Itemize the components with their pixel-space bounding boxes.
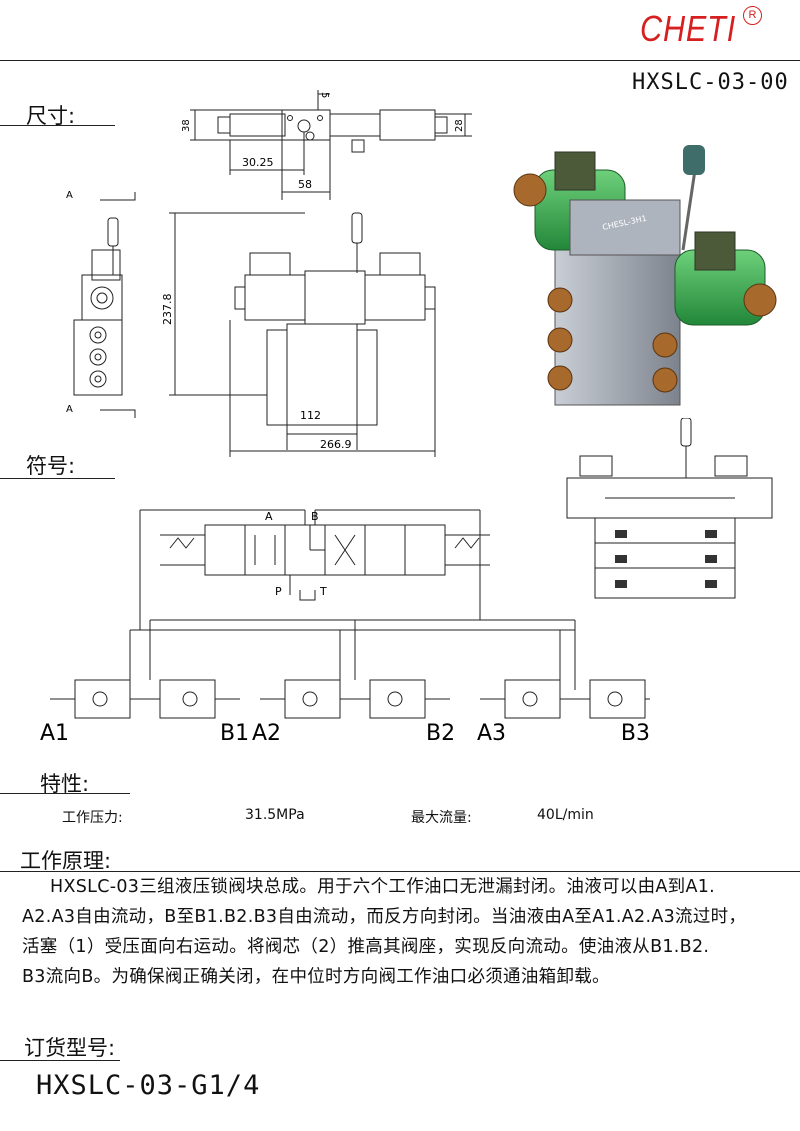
hydraulic-schematic: A B P T A1 B1 A2 B2 A3 B3: [40, 509, 650, 746]
dim-label: 38: [181, 119, 192, 132]
flow-value: 40L/min: [537, 807, 594, 823]
valve-3d-render: CHESL-3H1: [513, 145, 777, 406]
section-dimensions-title: 尺寸:: [26, 104, 76, 128]
section-rule: [0, 125, 115, 126]
dim-label: 28: [454, 119, 465, 132]
port-label: A1: [40, 721, 69, 746]
port-label: B: [311, 510, 319, 523]
port-label: T: [319, 585, 327, 598]
order-code: HXSLC-03-G1/4: [36, 1070, 261, 1101]
port-label: B3: [621, 721, 650, 746]
registered-mark: R: [743, 6, 762, 25]
dim-label: 266.9: [320, 438, 352, 451]
model-number: HXSLC-03-00: [632, 70, 789, 95]
dim-label: 237.8: [161, 294, 174, 326]
port-label: P: [275, 585, 282, 598]
brand-logo: CHETI: [640, 8, 737, 49]
port-label: B1: [220, 721, 249, 746]
pressure-value: 31.5MPa: [245, 807, 305, 823]
principle-line: HXSLC-03三组液压锁阀块总成。用于六个工作油口无泄漏封闭。油液可以由A到A…: [50, 877, 716, 897]
side-view-drawing: A A: [66, 190, 136, 418]
section-rule: [0, 793, 130, 794]
dim-label: 112: [300, 409, 321, 422]
principle-line: A2.A3自由流动，B至B1.B2.B3自由流动，而反方向封闭。当油液由A至A1…: [22, 907, 747, 927]
section-symbol-title: 符号:: [26, 454, 76, 478]
dim-label: 30.25: [242, 156, 274, 169]
section-principle-title: 工作原理:: [20, 849, 112, 873]
top-view-drawing: 5 38 28 30.25 58: [181, 90, 472, 200]
port-label: B2: [426, 721, 455, 746]
section-order-title: 订货型号:: [24, 1036, 116, 1060]
section-rule: [0, 871, 800, 872]
cross-section-drawing: [566, 418, 773, 599]
port-label: A: [265, 510, 273, 523]
principle-line: B3流向B。为确保阀正确关闭，在中位时方向阀工作油口必须通油箱卸载。: [22, 967, 610, 987]
principle-paragraph: HXSLC-03三组液压锁阀块总成。用于六个工作油口无泄漏封闭。油液可以由A到A…: [22, 872, 782, 992]
dim-label: 58: [298, 178, 312, 191]
flow-label: 最大流量:: [411, 810, 472, 826]
front-view-drawing: 237.8 112 266.9: [161, 212, 436, 457]
section-mark: A: [66, 404, 73, 415]
section-characteristics-title: 特性:: [40, 772, 90, 796]
header-rule: [0, 60, 800, 61]
section-rule: [0, 1060, 120, 1061]
section-rule: [0, 478, 115, 479]
port-label: A3: [477, 721, 506, 746]
port-label: A2: [252, 721, 281, 746]
section-mark: A: [66, 190, 73, 201]
pressure-label: 工作压力:: [62, 810, 123, 826]
dim-label: 5: [319, 92, 330, 98]
principle-line: 活塞（1）受压面向右运动。将阀芯（2）推高其阀座，实现反向流动。使油液从B1.B…: [22, 937, 710, 957]
